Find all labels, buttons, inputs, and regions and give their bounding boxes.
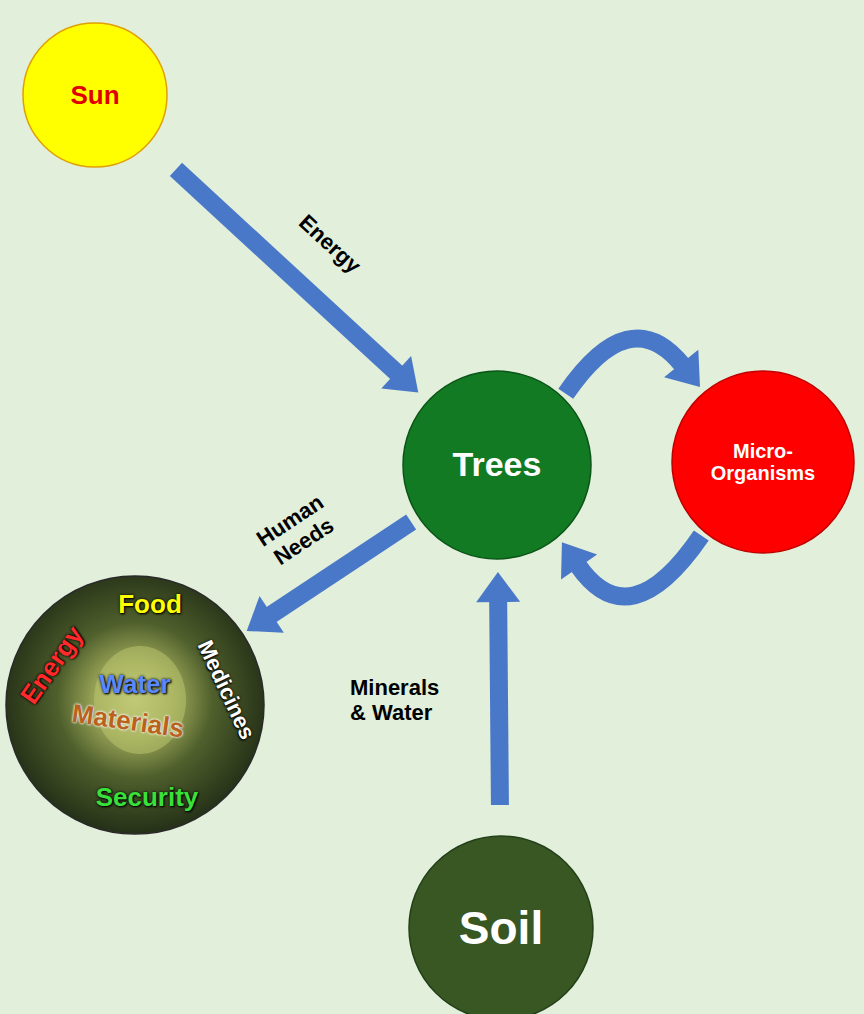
arrow-head xyxy=(476,572,520,602)
edge-label: Minerals & Water xyxy=(350,675,460,726)
arrow-shaft xyxy=(566,338,683,393)
sun-circle: Sun xyxy=(22,22,168,168)
flow-arrow xyxy=(476,572,520,805)
edge-label: Energy xyxy=(294,209,366,278)
flow-arrow xyxy=(561,536,701,597)
node-label: Sun xyxy=(70,81,119,110)
flow-arrow xyxy=(566,338,700,393)
photo-circle xyxy=(6,576,264,834)
circle-shape xyxy=(409,836,593,1014)
circle-shape xyxy=(23,23,167,167)
node-label: Soil xyxy=(459,903,543,954)
circle-shape xyxy=(672,371,854,553)
arrow-head xyxy=(664,350,700,387)
arrow-head xyxy=(561,542,597,579)
node-label: Trees xyxy=(453,446,542,483)
arrow-shaft xyxy=(176,169,398,373)
arrow-shaft xyxy=(578,536,701,597)
flow-arrow xyxy=(176,169,418,392)
node-label: Micro- Organisms xyxy=(707,440,819,484)
circle-shape xyxy=(403,371,591,559)
arrow-shaft xyxy=(498,600,500,805)
microorganism-circle: Micro- Organisms xyxy=(671,370,855,554)
human-needs-circle: FoodEnergyWaterMedicinesMaterialsSecurit… xyxy=(5,575,265,835)
arrow-head xyxy=(247,596,284,633)
edge-label: Human Needs xyxy=(249,487,345,574)
node-label: Water xyxy=(99,670,170,699)
trees-circle: Trees xyxy=(402,370,592,560)
node-label: Security xyxy=(96,783,199,812)
node-label: Food xyxy=(118,590,182,619)
soil-circle: Soil xyxy=(408,835,594,1014)
arrow-head xyxy=(381,356,418,393)
